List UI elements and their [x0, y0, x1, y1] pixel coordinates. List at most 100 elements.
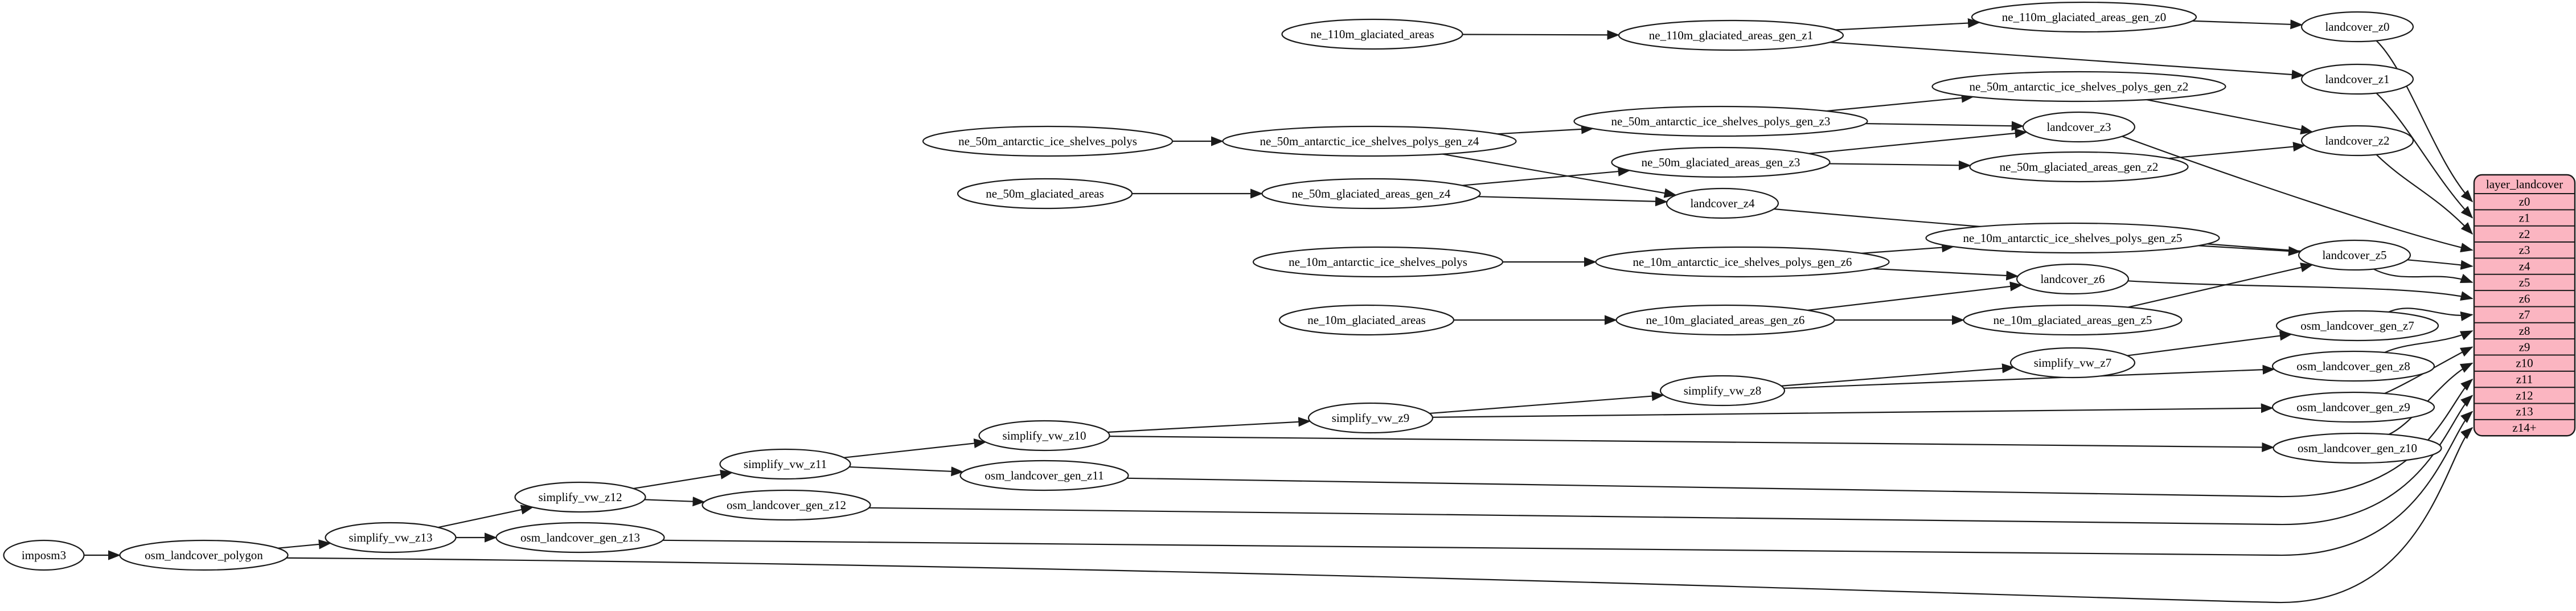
- node-simplify_vw_z7: simplify_vw_z7: [2009, 347, 2136, 379]
- node-label-landcover_z4: landcover_z4: [1690, 196, 1755, 210]
- table-title: layer_landcover: [2486, 178, 2563, 191]
- node-label-simplify_vw_z11: simplify_vw_z11: [744, 457, 827, 471]
- node-ellipse-simplify_vw_z12: [514, 481, 646, 513]
- node-ellipse-landcover_z0: [2300, 11, 2414, 43]
- edge-simplify_vw_z13-to-simplify_vw_z12: [438, 505, 534, 528]
- edge-simplify_vw_z12-to-osm_landcover_gen_z12: [644, 497, 705, 507]
- edge-simplify_vw_z11-to-simplify_vw_z10: [843, 438, 987, 458]
- node-label-ne_10m_glaciated_areas_gen_z6: ne_10m_glaciated_areas_gen_z6: [1646, 313, 1805, 327]
- node-label-ne_10m_antarctic_ice_shelves_polys_gen_z6: ne_10m_antarctic_ice_shelves_polys_gen_z…: [1633, 255, 1852, 269]
- node-ellipse-simplify_vw_z11: [719, 448, 851, 480]
- edge-ne_10m_antarctic_ice_shelves_polys_gen_z6-to-ne_10m_antarctic_ice_shelves_polys_gen_z5: [1861, 243, 1955, 254]
- node-label-landcover_z1: landcover_z1: [2325, 72, 2389, 86]
- table-row-z0: z0: [2519, 195, 2530, 208]
- node-label-landcover_z3: landcover_z3: [2046, 120, 2111, 134]
- edge-landcover_z2-to-layer_landcover-z2: [2376, 154, 2474, 235]
- table-row-z5: z5: [2519, 276, 2530, 289]
- node-ellipse-imposm3: [3, 539, 85, 571]
- edge-osm_landcover_gen_z8-to-layer_landcover-z8: [2384, 330, 2474, 354]
- node-ne_50m_antarctic_ice_shelves_polys_gen_z2: ne_50m_antarctic_ice_shelves_polys_gen_z…: [1931, 71, 2226, 102]
- node-label-osm_landcover_polygon: osm_landcover_polygon: [145, 548, 263, 562]
- node-label-osm_landcover_gen_z7: osm_landcover_gen_z7: [2300, 319, 2414, 333]
- node-landcover_z4: landcover_z4: [1666, 187, 1779, 219]
- edge-landcover_z6-to-layer_landcover-z6: [2128, 280, 2474, 301]
- node-osm_landcover_gen_z8: osm_landcover_gen_z8: [2271, 350, 2435, 382]
- node-ellipse-landcover_z2: [2300, 125, 2414, 157]
- edge-ne_110m_glaciated_areas_gen_z0-to-landcover_z0: [2192, 19, 2303, 30]
- table-row-z1: z1: [2519, 211, 2530, 225]
- edge-landcover_z5-to-layer_landcover-z5: [2373, 268, 2474, 284]
- node-osm_landcover_gen_z7: osm_landcover_gen_z7: [2275, 310, 2439, 342]
- edge-ne_10m_glaciated_areas_gen_z5-to-landcover_z5: [2128, 263, 2314, 308]
- node-osm_landcover_polygon: osm_landcover_polygon: [119, 539, 289, 571]
- node-ne_10m_antarctic_ice_shelves_polys_gen_z6: ne_10m_antarctic_ice_shelves_polys_gen_z…: [1595, 246, 1890, 278]
- node-ne_50m_glaciated_areas_gen_z2: ne_50m_glaciated_areas_gen_z2: [1969, 151, 2189, 183]
- table-row-z3: z3: [2519, 243, 2530, 257]
- node-ne_10m_glaciated_areas_gen_z5: ne_10m_glaciated_areas_gen_z5: [1963, 304, 2183, 336]
- node-label-osm_landcover_gen_z9: osm_landcover_gen_z9: [2296, 400, 2410, 414]
- node-label-osm_landcover_gen_z8: osm_landcover_gen_z8: [2296, 359, 2410, 373]
- node-landcover_z5: landcover_z5: [2298, 239, 2411, 271]
- table-row-z14+: z14+: [2512, 421, 2536, 434]
- node-ellipse-ne_50m_glaciated_areas_gen_z3: [1611, 146, 1831, 178]
- edge-ne_50m_glaciated_areas_gen_z4-to-landcover_z4: [1478, 196, 1668, 207]
- node-label-landcover_z0: landcover_z0: [2325, 20, 2389, 34]
- node-label-osm_landcover_gen_z12: osm_landcover_gen_z12: [727, 498, 846, 512]
- node-imposm3: imposm3: [3, 539, 85, 571]
- node-label-ne_10m_antarctic_ice_shelves_polys: ne_10m_antarctic_ice_shelves_polys: [1289, 255, 1467, 269]
- table-row-z9: z9: [2519, 340, 2530, 354]
- edge-landcover_z1-to-layer_landcover-z1: [2376, 92, 2474, 219]
- node-ellipse-simplify_vw_z10: [978, 420, 1110, 452]
- edge-ne_110m_glaciated_areas_gen_z1-to-ne_110m_glaciated_areas_gen_z0: [1835, 18, 1981, 31]
- edge-landcover_z3-to-layer_landcover-z3: [2122, 136, 2474, 253]
- node-label-simplify_vw_z13: simplify_vw_z13: [349, 531, 433, 544]
- edge-simplify_vw_z9-to-osm_landcover_gen_z9: [1432, 403, 2274, 418]
- node-label-ne_50m_glaciated_areas_gen_z2: ne_50m_glaciated_areas_gen_z2: [2000, 160, 2159, 174]
- node-osm_landcover_gen_z9: osm_landcover_gen_z9: [2271, 391, 2435, 423]
- edge-simplify_vw_z10-to-simplify_vw_z9: [1107, 417, 1311, 433]
- node-label-landcover_z6: landcover_z6: [2040, 272, 2105, 286]
- node-ne_110m_glaciated_areas: ne_110m_glaciated_areas: [1281, 18, 1463, 50]
- node-ne_50m_antarctic_ice_shelves_polys_gen_z4: ne_50m_antarctic_ice_shelves_polys_gen_z…: [1222, 125, 1517, 157]
- node-osm_landcover_gen_z12: osm_landcover_gen_z12: [702, 489, 871, 521]
- table-row-z13: z13: [2516, 405, 2533, 419]
- node-label-ne_10m_glaciated_areas_gen_z5: ne_10m_glaciated_areas_gen_z5: [1993, 313, 2152, 327]
- node-ellipse-osm_landcover_gen_z10: [2273, 432, 2442, 464]
- edge-ne_10m_antarctic_ice_shelves_polys_gen_z5-to-landcover_z5: [2198, 245, 2301, 256]
- table-row-z8: z8: [2519, 324, 2530, 338]
- node-label-osm_landcover_gen_z10: osm_landcover_gen_z10: [2298, 441, 2417, 455]
- node-ellipse-landcover_z5: [2298, 239, 2411, 271]
- node-label-ne_50m_glaciated_areas_gen_z4: ne_50m_glaciated_areas_gen_z4: [1292, 187, 1451, 200]
- node-ne_110m_glaciated_areas_gen_z1: ne_110m_glaciated_areas_gen_z1: [1618, 19, 1844, 51]
- node-ellipse-ne_50m_glaciated_areas: [957, 178, 1133, 210]
- node-label-ne_10m_glaciated_areas: ne_10m_glaciated_areas: [1307, 313, 1426, 327]
- node-label-imposm3: imposm3: [22, 548, 66, 562]
- edge-landcover_z0-to-layer_landcover-z0: [2376, 40, 2474, 203]
- node-ellipse-landcover_z3: [2022, 111, 2136, 143]
- node-label-ne_50m_glaciated_areas_gen_z3: ne_50m_glaciated_areas_gen_z3: [1642, 155, 1800, 169]
- edge-simplify_vw_z8-to-osm_landcover_gen_z8: [1783, 364, 2275, 389]
- edge-ne_50m_antarctic_ice_shelves_polys_gen_z3-to-landcover_z3: [1865, 121, 2024, 131]
- node-label-simplify_vw_z8: simplify_vw_z8: [1684, 384, 1762, 397]
- edge-ne_110m_glaciated_areas_gen_z1-to-landcover_z1: [1830, 42, 2304, 80]
- node-ellipse-ne_50m_antarctic_ice_shelves_polys: [922, 125, 1174, 157]
- node-simplify_vw_z11: simplify_vw_z11: [719, 448, 851, 480]
- node-ne_50m_glaciated_areas: ne_50m_glaciated_areas: [957, 178, 1133, 210]
- node-landcover_z0: landcover_z0: [2300, 11, 2414, 43]
- node-label-simplify_vw_z7: simplify_vw_z7: [2034, 356, 2112, 370]
- node-simplify_vw_z9: simplify_vw_z9: [1307, 402, 1434, 434]
- node-label-landcover_z2: landcover_z2: [2325, 134, 2389, 147]
- edge-ne_50m_glaciated_areas_gen_z3-to-ne_50m_glaciated_areas_gen_z2: [1829, 160, 1971, 170]
- edge-ne_50m_antarctic_ice_shelves_polys_gen_z4-to-landcover_z4: [1442, 153, 1677, 198]
- node-ellipse-landcover_z6: [2016, 263, 2130, 295]
- edge-ne_50m_glaciated_areas_gen_z2-to-landcover_z2: [2168, 142, 2306, 159]
- edge-osm_landcover_gen_z13-to-layer_landcover-z13: [662, 411, 2474, 556]
- node-ellipse-ne_50m_antarctic_ice_shelves_polys_gen_z3: [1573, 105, 1868, 137]
- node-ellipse-simplify_vw_z7: [2009, 347, 2136, 379]
- node-ellipse-osm_landcover_gen_z11: [959, 460, 1129, 491]
- node-ellipse-ne_10m_glaciated_areas_gen_z5: [1963, 304, 2183, 336]
- edge-ne_50m_antarctic_ice_shelves_polys_gen_z3-to-ne_50m_antarctic_ice_shelves_polys_gen_z2: [1826, 93, 1974, 112]
- table-row-z10: z10: [2516, 356, 2533, 370]
